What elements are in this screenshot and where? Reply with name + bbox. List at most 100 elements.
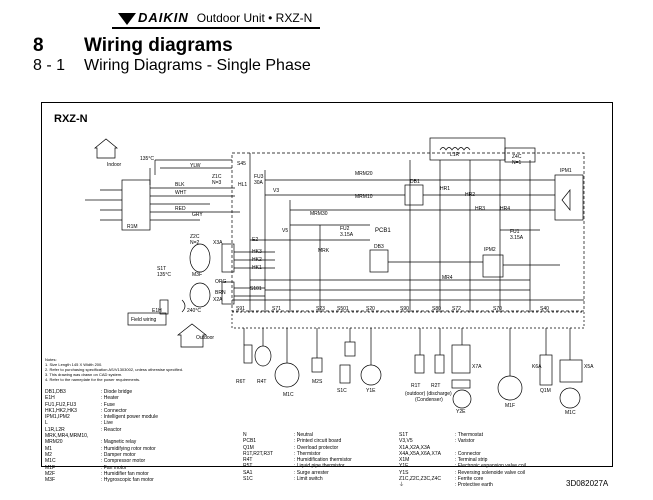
svg-text:S90: S90: [400, 306, 409, 312]
svg-text:S23: S23: [316, 306, 325, 312]
svg-text:YLW: YLW: [190, 163, 201, 169]
svg-text:Z1C: Z1C: [212, 174, 222, 180]
svg-text:S72: S72: [452, 306, 461, 312]
svg-text:R1T: R1T: [411, 383, 420, 389]
svg-text:R6T: R6T: [236, 379, 245, 385]
svg-text:S91: S91: [236, 306, 245, 312]
svg-text:FU2: FU2: [340, 226, 350, 232]
section-number: 8: [33, 35, 44, 56]
svg-text:HR1: HR1: [440, 186, 450, 192]
legend-row: SA1: Surge arrester: [243, 469, 329, 476]
svg-text:R1M: R1M: [127, 224, 138, 230]
svg-text:X2A: X2A: [213, 297, 223, 303]
legend-row: ⏚: Protective earth: [399, 482, 493, 489]
svg-text:M1C: M1C: [283, 392, 294, 398]
svg-text:Y2E: Y2E: [456, 409, 466, 415]
svg-text:R2T: R2T: [431, 383, 440, 389]
svg-text:30A: 30A: [254, 180, 264, 186]
daikin-logo: DAIKIN: [118, 10, 189, 25]
svg-text:Q1M: Q1M: [540, 388, 551, 394]
legend-row: FU1,FU2,FU3: Fuse: [45, 401, 115, 408]
svg-text:S20: S20: [366, 306, 375, 312]
legend-row: X4A,X5A,X6A,X7A: Connector: [399, 450, 481, 457]
legend-row: M2F: Humidifier fan motor: [45, 470, 149, 477]
breadcrumb: Outdoor Unit • RXZ-N: [196, 10, 313, 25]
subsection-title: Wiring Diagrams - Single Phase: [84, 57, 311, 74]
legend-row: M1: Humidifying rotor motor: [45, 445, 156, 452]
outdoor-label: Outdoor: [196, 335, 214, 341]
svg-text:WHT: WHT: [175, 190, 186, 196]
legend-row: Z1C,Z2C,Z3C,Z4C: Ferrite core: [399, 476, 484, 483]
svg-text:R4T: R4T: [257, 379, 266, 385]
page-header: DAIKIN Outdoor Unit • RXZ-N: [118, 10, 312, 25]
svg-text:K6A: K6A: [532, 364, 542, 370]
legend-row: M1C: Compressor motor: [45, 458, 146, 465]
legend-row: R5T: Liquid pipe thermistor: [243, 463, 345, 470]
svg-text:HK3: HK3: [252, 249, 262, 255]
section-title: Wiring diagrams: [84, 35, 233, 56]
svg-text:FU3: FU3: [254, 174, 264, 180]
brand-name: DAIKIN: [138, 10, 189, 25]
svg-text:3.15A: 3.15A: [340, 232, 354, 238]
svg-text:MRM30: MRM30: [310, 211, 328, 217]
svg-text:BLK: BLK: [175, 182, 185, 188]
legend-row: M3F: Hygroscopic fan motor: [45, 477, 154, 484]
model-label: RXZ-N: [54, 113, 88, 125]
svg-text:E2: E2: [252, 237, 258, 243]
legend-row: Q1M: Overload protector: [243, 444, 339, 451]
legend-row: L1R,L2R: Reactor: [45, 426, 122, 433]
svg-text:HR3: HR3: [475, 206, 485, 212]
svg-text:(Condenser): (Condenser): [415, 397, 443, 403]
svg-text:S40: S40: [540, 306, 549, 312]
svg-text:M3F: M3F: [192, 272, 202, 278]
svg-text:ORG: ORG: [215, 279, 227, 285]
legend-row: R4T: Humidification thermistor: [243, 457, 352, 464]
svg-text:HK2: HK2: [252, 257, 262, 263]
legend-row: V3,V5: Varistor: [399, 438, 475, 445]
svg-text:L1R: L1R: [450, 152, 460, 158]
svg-text:HL1: HL1: [238, 182, 247, 188]
svg-text:S71: S71: [272, 306, 281, 312]
svg-text:N=1: N=1: [512, 160, 522, 166]
svg-text:MR4: MR4: [442, 275, 453, 281]
svg-text:M1C: M1C: [565, 410, 576, 416]
legend-row: S1C: Limit switch: [243, 476, 323, 483]
legend-row: DB1,DB3: Diode bridge: [45, 389, 133, 395]
legend-column-2: N: Neutral PCB1: Printed circuit board Q…: [243, 432, 352, 482]
legend-row: MRM20: Magnetic relay: [45, 439, 137, 446]
legend-row: Y1E: Electronic expansion valve coil: [399, 463, 526, 470]
svg-text:Z2C: Z2C: [190, 234, 200, 240]
legend-row: PCB1: Printed circuit board: [243, 438, 342, 445]
legend-row: IPM1,IPM2: Intelligent power module: [45, 414, 158, 421]
legend-column-3: S1T: Thermostat V3,V5: Varistor X1A,X2A,…: [399, 432, 526, 489]
svg-text:E1H: E1H: [152, 308, 162, 314]
svg-text:135°C: 135°C: [157, 272, 171, 278]
svg-text:S80: S80: [432, 306, 441, 312]
svg-text:Z4C: Z4C: [512, 154, 522, 160]
document-id: 3D082027A: [566, 479, 609, 488]
svg-text:V5: V5: [282, 228, 288, 234]
svg-text:3.15A: 3.15A: [510, 235, 524, 241]
legend-row: MRK,MR4,MRM10,: [45, 433, 89, 440]
svg-text:MRM10: MRM10: [355, 194, 373, 200]
svg-text:IPM2: IPM2: [484, 247, 496, 253]
svg-text:240°C: 240°C: [187, 308, 201, 314]
field-wiring-house-icon: [176, 323, 208, 348]
svg-text:N=2: N=2: [190, 240, 200, 246]
svg-text:DB3: DB3: [374, 244, 384, 250]
legend-row: L: Live: [45, 420, 113, 427]
svg-text:M2S: M2S: [312, 379, 323, 385]
header-rule: [112, 27, 320, 29]
subsection-number: 8 - 1: [33, 57, 66, 74]
svg-text:PCB1: PCB1: [375, 228, 391, 234]
svg-text:V3: V3: [273, 188, 279, 194]
legend-row: Y1S: Reversing solenoide valve coil: [399, 469, 526, 476]
diagram-notes: Notes: 1. Size Length 145 X Width 200. 2…: [45, 357, 184, 382]
field-wiring-label: Field wiring: [131, 317, 157, 323]
svg-text:S101: S101: [250, 286, 262, 292]
svg-text:DB1: DB1: [410, 179, 420, 185]
legend-row: X1A,X2A,X3A: [399, 444, 431, 451]
field-wiring-box: [127, 312, 167, 326]
svg-text:Y1E: Y1E: [366, 388, 376, 394]
